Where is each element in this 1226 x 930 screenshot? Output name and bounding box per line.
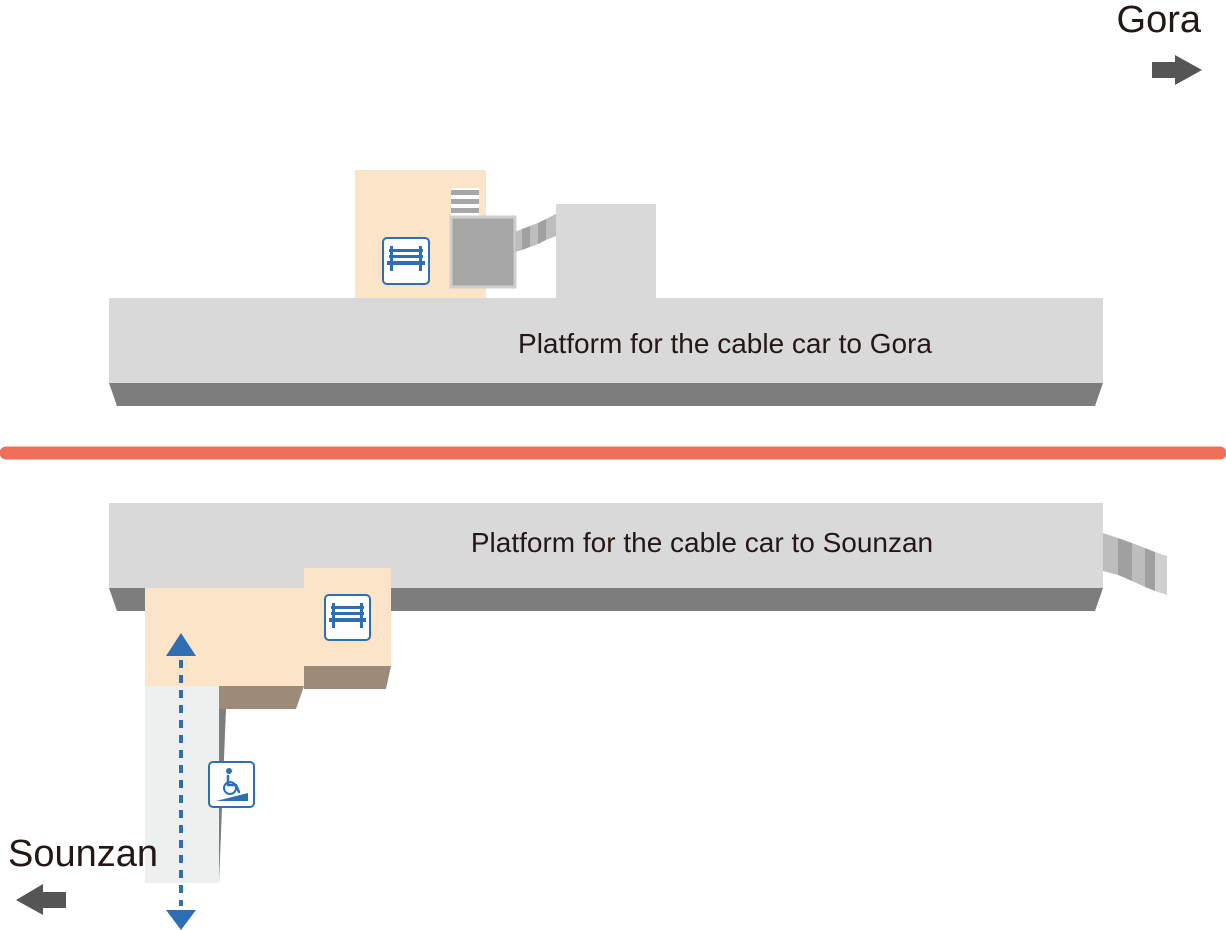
gora-platform bbox=[109, 298, 1103, 406]
sounzan-waiting-area bbox=[145, 568, 391, 686]
bench-icon bbox=[324, 594, 371, 641]
gora-platform-building bbox=[556, 204, 656, 300]
bench-icon bbox=[382, 237, 430, 285]
stairs-icon bbox=[515, 214, 556, 252]
route-arrow-icon bbox=[166, 633, 196, 930]
sounzan-platform-label: Platform for the cable car to Sounzan bbox=[471, 527, 933, 558]
sounzan-platform bbox=[109, 503, 1103, 611]
arrow-left-icon bbox=[16, 884, 66, 915]
gora-building-block bbox=[449, 215, 517, 289]
gora-destination-label: Gora bbox=[1117, 0, 1202, 41]
sounzan-waiting-area-shadow bbox=[219, 666, 391, 709]
wheelchair-slope-icon bbox=[208, 761, 255, 808]
sounzan-destination-label: Sounzan bbox=[8, 833, 158, 875]
stairs-icon bbox=[1103, 533, 1167, 595]
arrow-right-icon bbox=[1152, 55, 1202, 85]
gora-stairs bbox=[451, 188, 479, 216]
gora-platform-label: Platform for the cable car to Gora bbox=[518, 328, 932, 359]
